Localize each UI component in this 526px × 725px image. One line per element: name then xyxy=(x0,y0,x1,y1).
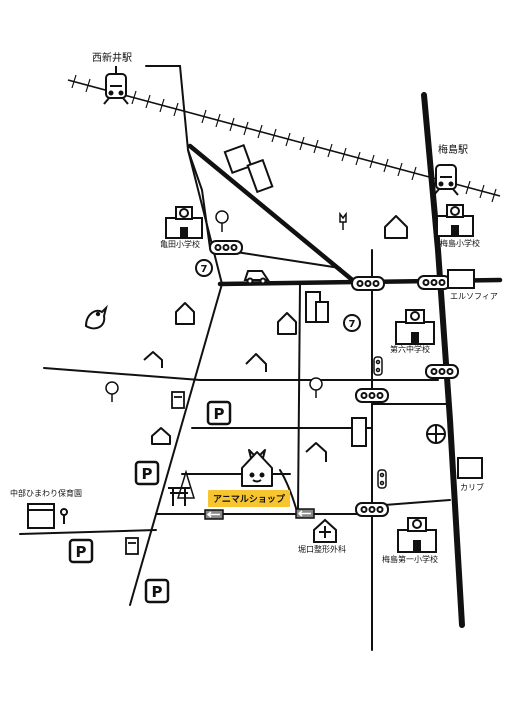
hoikuen-label: 中部ひまわり保育園 xyxy=(10,489,82,498)
pedestrian-signal-icon xyxy=(373,356,387,489)
umejima-station-icon xyxy=(433,164,459,196)
car-icon xyxy=(243,270,270,285)
svg-text:P: P xyxy=(142,465,153,483)
parking-letter: P P P P xyxy=(76,405,225,601)
svg-text:P: P xyxy=(76,543,87,561)
karibu-label: カリブ xyxy=(460,483,484,492)
svg-text:7: 7 xyxy=(201,264,208,275)
umejima-daiichi-school-label: 梅島第一小学校 xyxy=(382,555,438,564)
animal-shop-label: アニマルショップ xyxy=(208,490,290,507)
pinwheel-icon xyxy=(426,424,446,444)
convenience-store-icon: 7 7 xyxy=(195,259,361,332)
bird-icon xyxy=(84,304,108,330)
umejima-station-label: 梅島駅 xyxy=(438,145,468,156)
building-icon xyxy=(223,143,483,479)
horiguchi-clinic-label: 堀口整形外科 xyxy=(298,545,346,554)
minor-roads xyxy=(19,65,451,651)
nishiarai-station-icon xyxy=(103,66,129,105)
clinic-icon xyxy=(313,518,337,543)
house-icon xyxy=(143,215,408,462)
dairoku-school-label: 第六中学校 xyxy=(390,345,430,354)
kameda-school-label: 亀田小学校 xyxy=(160,240,200,249)
school-icon xyxy=(165,204,474,553)
tree-icon xyxy=(105,210,347,499)
svg-text:P: P xyxy=(152,583,163,601)
svg-text:P: P xyxy=(214,405,225,423)
railway-line xyxy=(67,74,501,203)
nursery-icon xyxy=(27,503,68,529)
traffic-light-icon xyxy=(209,240,459,517)
one-way-arrow xyxy=(206,510,311,518)
post-box-icon xyxy=(125,391,185,555)
svg-text:7: 7 xyxy=(349,319,356,330)
umejima-school-label: 梅島小学校 xyxy=(440,239,480,248)
nishiarai-station-label: 西新井駅 xyxy=(92,53,132,64)
elsofia-label: エルソフィア xyxy=(450,292,498,301)
animal-shop-icon xyxy=(241,449,273,487)
shrine-icon xyxy=(168,487,190,506)
parking-icon xyxy=(68,400,232,604)
